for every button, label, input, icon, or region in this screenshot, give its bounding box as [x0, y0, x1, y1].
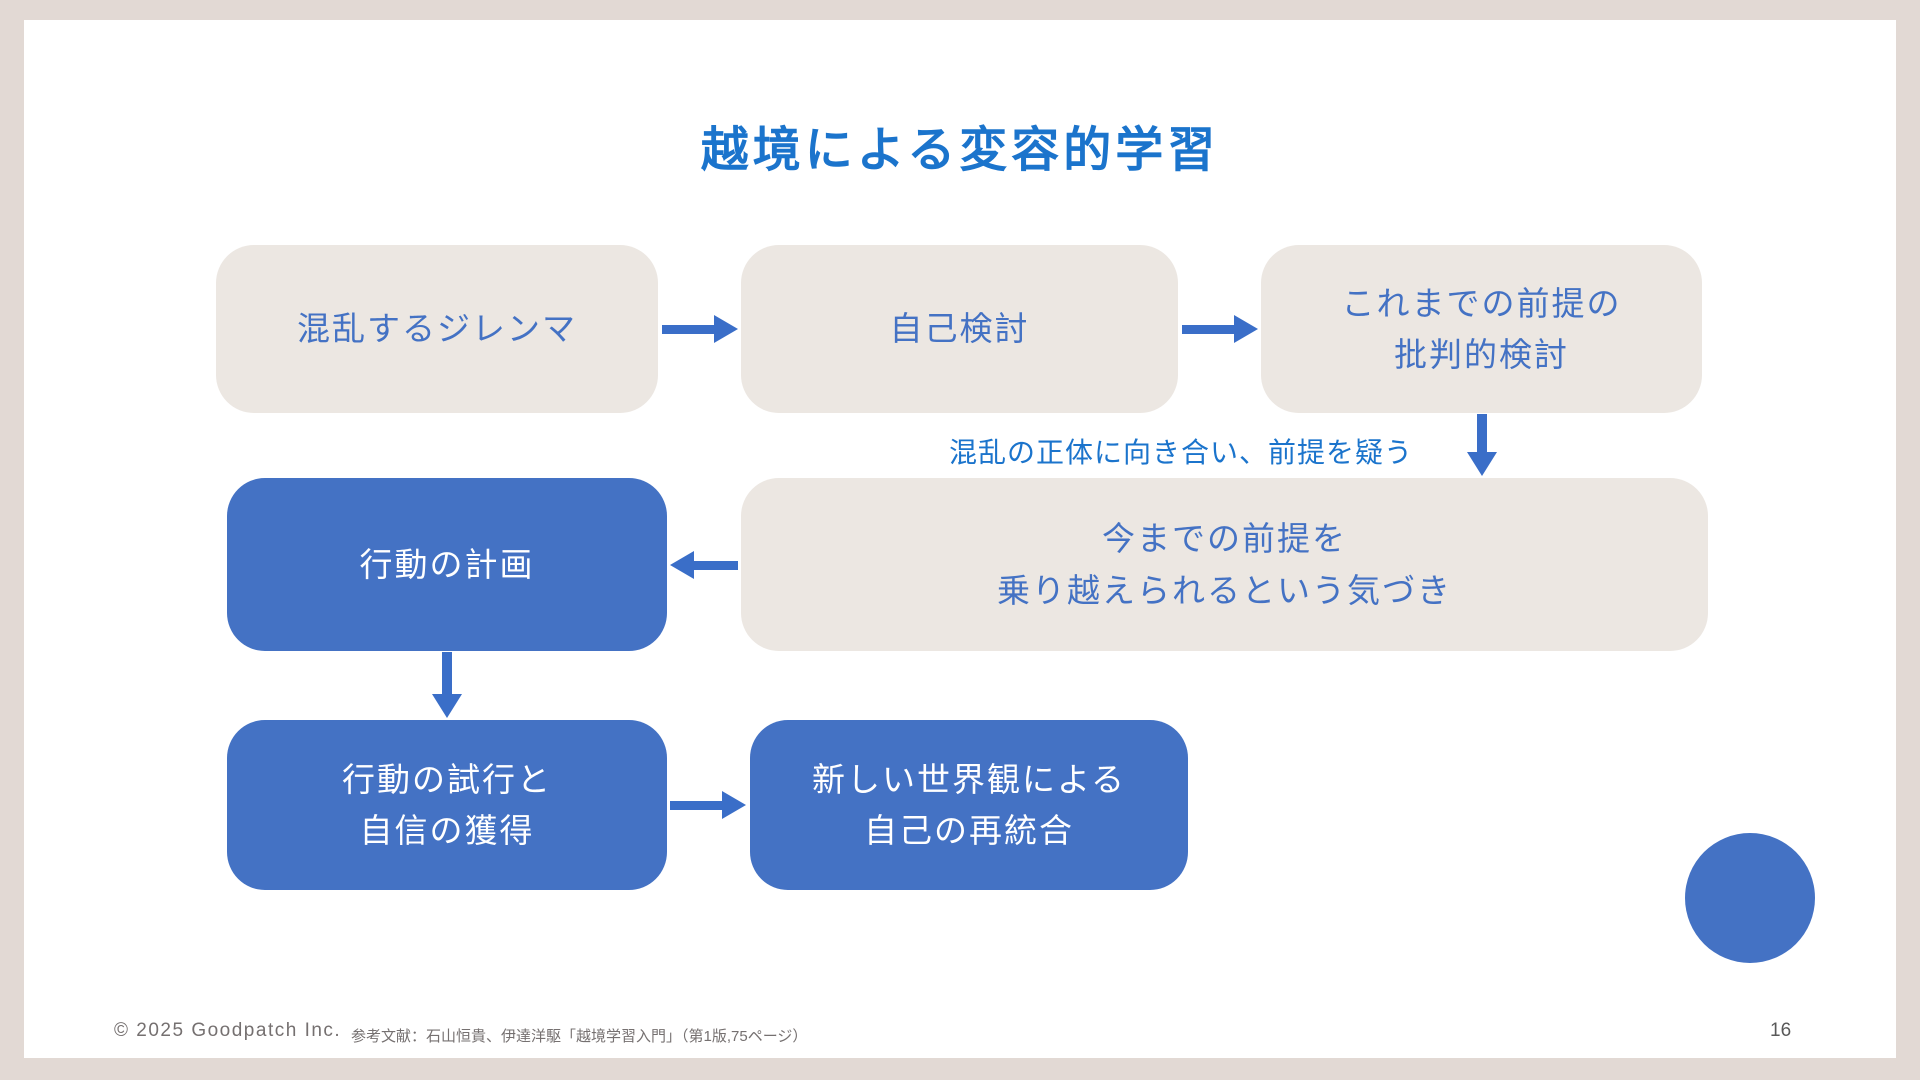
node-critical-review: これまでの前提の 批判的検討	[1261, 245, 1702, 413]
arrow-right-icon	[1182, 315, 1258, 343]
node-realization: 今までの前提を 乗り越えられるという気づき	[741, 478, 1708, 651]
arrow-down-icon	[432, 652, 462, 718]
arrow-shaft	[442, 652, 452, 694]
arrow-shaft	[670, 800, 722, 810]
node-reintegration: 新しい世界観による 自己の再統合	[750, 720, 1188, 890]
arrow-down-icon	[1467, 414, 1497, 476]
arrow-head-left-icon	[670, 551, 694, 579]
node-action-plan: 行動の計画	[227, 478, 667, 651]
slide-title: 越境による変容的学習	[700, 124, 1220, 177]
node-disorienting-dilemma: 混乱するジレンマ	[216, 245, 658, 413]
arrow-shaft	[1477, 414, 1487, 452]
arrow-shaft	[662, 324, 714, 334]
arrow-head-right-icon	[714, 315, 738, 343]
footer-copyright: © 2025 Goodpatch Inc.	[114, 1020, 342, 1041]
arrow-right-icon	[662, 315, 738, 343]
arrow-head-right-icon	[1234, 315, 1258, 343]
decorative-circle	[1685, 833, 1815, 963]
arrow-right-icon	[670, 791, 746, 819]
arrow-head-down-icon	[432, 694, 462, 718]
node-action-trial: 行動の試行と 自信の獲得	[227, 720, 667, 890]
arrow-left-icon	[670, 551, 738, 579]
arrow-shaft	[694, 560, 738, 570]
page-number: 16	[1770, 1020, 1792, 1041]
arrow-head-right-icon	[722, 791, 746, 819]
arrow-shaft	[1182, 324, 1234, 334]
annotation-text: 混乱の正体に向き合い、前提を疑う	[948, 437, 1413, 468]
arrow-head-down-icon	[1467, 452, 1497, 476]
node-self-examination: 自己検討	[741, 245, 1178, 413]
footer-reference: 参考文献：石山恒貴、伊達洋駆「越境学習入門」（第1版,75ページ）	[351, 1028, 808, 1045]
